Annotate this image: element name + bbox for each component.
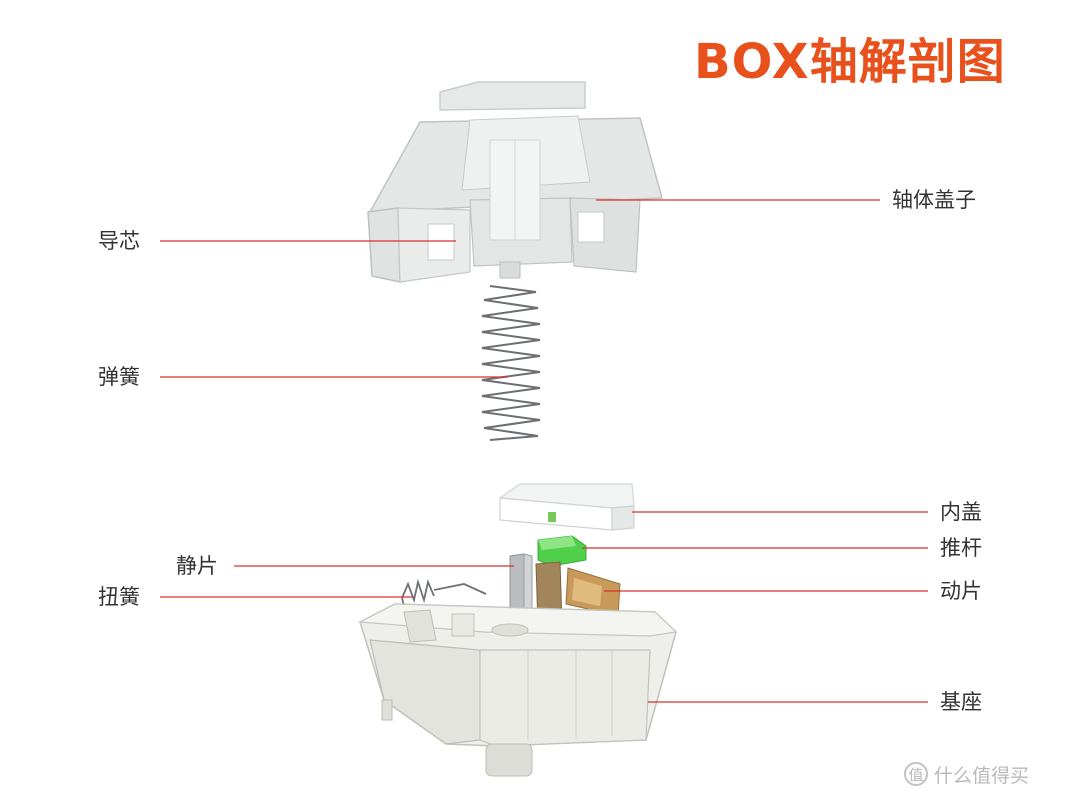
- push-rod-part: [537, 535, 587, 567]
- torsion-spring-part: [401, 578, 487, 607]
- zhi-logo-icon: 值: [904, 762, 928, 786]
- label-static-leaf: 静片: [176, 554, 218, 578]
- label-housing-top: 轴体盖子: [892, 188, 976, 212]
- page-title: BOX轴解剖图: [694, 34, 1006, 90]
- inner-cover-part: [498, 483, 635, 531]
- label-inner-cover: 内盖: [940, 500, 982, 524]
- housing-top-part: [367, 81, 663, 283]
- label-push-rod: 推杆: [940, 536, 982, 560]
- base-part: [357, 603, 678, 777]
- label-moving-leaf: 动片: [940, 579, 982, 603]
- leader-lines: [160, 199, 928, 703]
- label-stem: 导芯: [98, 229, 140, 253]
- label-base: 基座: [940, 690, 982, 714]
- watermark: 值 什么值得买: [904, 760, 1029, 788]
- spring-part: [481, 285, 541, 441]
- label-spring: 弹簧: [98, 365, 140, 389]
- label-torsion-spring: 扭簧: [98, 585, 140, 609]
- watermark-text: 什么值得买: [934, 764, 1030, 787]
